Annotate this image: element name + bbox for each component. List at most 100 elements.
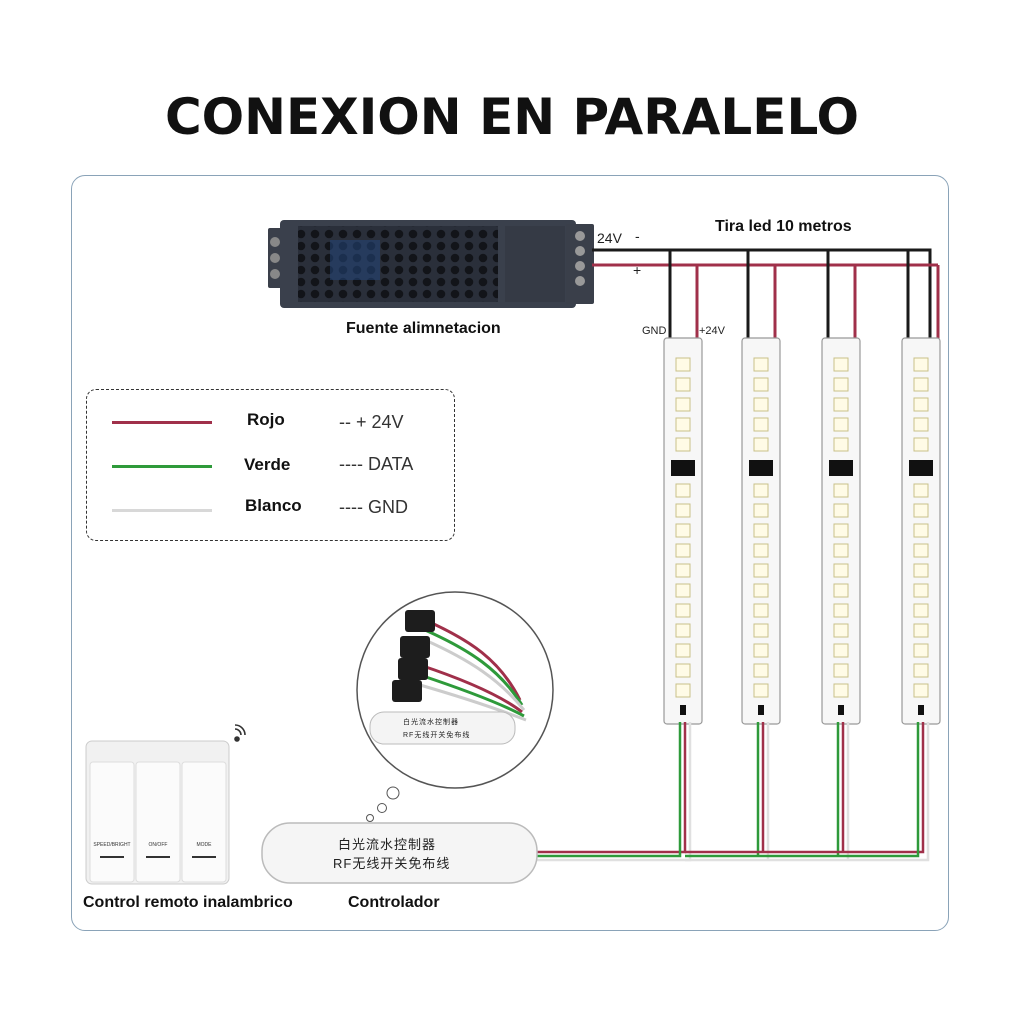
led-chip — [753, 643, 769, 658]
led-chip — [753, 663, 769, 678]
legend-value-green: ---- DATA — [339, 454, 414, 474]
led-chip — [675, 603, 691, 618]
led-chip — [753, 483, 769, 498]
strip-end-marker — [918, 705, 924, 715]
led-chip — [913, 623, 929, 638]
green-wire-swatch — [112, 465, 212, 468]
legend-name-red: Rojo — [247, 410, 285, 429]
led-strip-2 — [741, 337, 781, 725]
led-chip — [913, 483, 929, 498]
gnd-pin-label: GND — [642, 325, 667, 337]
wifi-icon — [234, 724, 246, 742]
output-voltage-label: 24V — [597, 230, 622, 246]
strip-label: Tira led 10 metros — [715, 218, 852, 235]
led-chip — [675, 523, 691, 538]
led-chip — [913, 503, 929, 518]
controller-body — [261, 822, 538, 884]
led-chip — [833, 503, 849, 518]
led-chip — [675, 483, 691, 498]
remote-button-speed[interactable]: SPEED/BRIGHT — [93, 842, 131, 848]
led-chip — [753, 543, 769, 558]
led-chip — [675, 377, 691, 392]
led-chip — [833, 543, 849, 558]
bus-wires — [592, 248, 940, 340]
plus-label: + — [633, 262, 642, 278]
diagram-frame — [71, 175, 949, 931]
led-chip — [753, 437, 769, 452]
led-chip — [675, 437, 691, 452]
led-chip — [833, 523, 849, 538]
led-chip — [913, 563, 929, 578]
led-chip — [753, 623, 769, 638]
led-chip — [913, 603, 929, 618]
led-chip — [913, 643, 929, 658]
bubble-controller-text-line1: 白光流水控制器 — [403, 719, 459, 726]
led-chip — [833, 357, 849, 372]
led-chip — [913, 417, 929, 432]
red-wire-swatch — [112, 421, 212, 424]
bubble-controller-text-line2: RF无线开关免布线 — [403, 732, 471, 739]
led-chip — [833, 643, 849, 658]
led-chip — [675, 543, 691, 558]
led-chip — [833, 563, 849, 578]
connector-zoom-bubble — [356, 591, 554, 822]
legend-value-red: -- + 24V — [339, 412, 404, 432]
strip-end-marker — [758, 705, 764, 715]
led-chip — [675, 417, 691, 432]
led-strip-1 — [663, 337, 703, 725]
remote-button-onoff[interactable]: ON/OFF — [148, 842, 168, 848]
led-chip — [753, 583, 769, 598]
power-supply-label: Fuente alimnetacion — [346, 320, 501, 337]
strip-end-marker — [838, 705, 844, 715]
led-chip — [753, 357, 769, 372]
controller-label: Controlador — [348, 894, 440, 911]
v24-pin-label: +24V — [699, 325, 725, 337]
controller-text-line1: 白光流水控制器 — [338, 837, 437, 852]
led-chip — [913, 397, 929, 412]
led-chip — [753, 503, 769, 518]
led-chip — [833, 623, 849, 638]
strip-ic-chip — [909, 460, 933, 476]
minus-label: - — [635, 228, 640, 244]
led-chip — [833, 437, 849, 452]
led-chip — [675, 503, 691, 518]
led-strips — [663, 337, 941, 725]
wire-legend: Rojo -- + 24V Verde ---- DATA Blanco ---… — [86, 389, 455, 541]
led-chip — [753, 603, 769, 618]
led-chip — [753, 377, 769, 392]
white-wire-swatch — [112, 509, 212, 512]
legend-value-white: ---- GND — [339, 497, 408, 517]
led-chip — [675, 683, 691, 698]
led-chip — [675, 397, 691, 412]
led-chip — [753, 417, 769, 432]
led-chip — [833, 583, 849, 598]
remote-control-body — [85, 740, 230, 885]
led-chip — [913, 583, 929, 598]
led-chip — [833, 603, 849, 618]
led-chip — [675, 583, 691, 598]
led-chip — [913, 437, 929, 452]
led-chip — [833, 683, 849, 698]
power-supply — [268, 220, 594, 308]
strip-ic-chip — [749, 460, 773, 476]
strip-end-marker — [680, 705, 686, 715]
strip-ic-chip — [671, 460, 695, 476]
led-chip — [675, 623, 691, 638]
led-strip-4 — [901, 337, 941, 725]
led-chip — [913, 663, 929, 678]
led-chip — [833, 483, 849, 498]
remote-button-mode[interactable]: MODE — [196, 842, 212, 848]
strip-ic-chip — [829, 460, 853, 476]
led-chip — [753, 523, 769, 538]
led-chip — [753, 563, 769, 578]
controller-text-line2: RF无线开关免布线 — [333, 856, 451, 871]
led-strip-3 — [821, 337, 861, 725]
led-chip — [675, 357, 691, 372]
led-chip — [753, 683, 769, 698]
led-chip — [833, 663, 849, 678]
led-chip — [675, 563, 691, 578]
led-chip — [833, 377, 849, 392]
led-chip — [675, 663, 691, 678]
data-wires — [535, 722, 930, 862]
